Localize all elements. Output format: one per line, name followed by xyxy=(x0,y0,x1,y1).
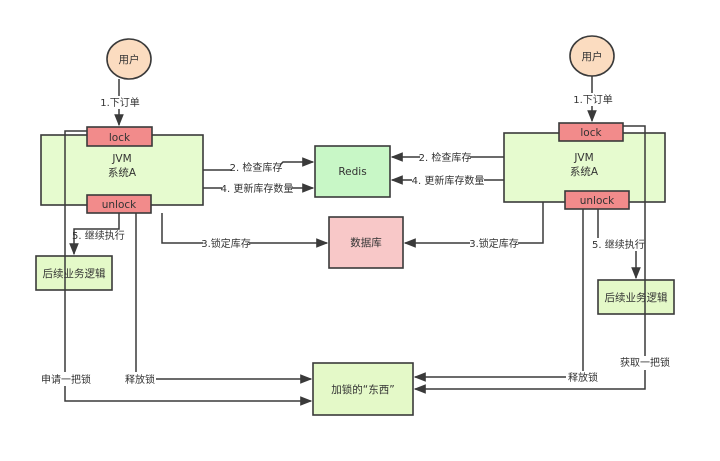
left-user-node xyxy=(106,38,152,80)
left-user-label: 用户 xyxy=(119,53,140,66)
left-continue-arrow xyxy=(69,213,120,256)
right-order-label: 1.下订单 xyxy=(573,94,613,106)
lock-thing-label: 加锁的“东西” xyxy=(331,383,394,396)
right-acquire-lock-line xyxy=(413,125,646,394)
left-unlock-label: unlock xyxy=(102,199,137,211)
left-lock-stock-label: 3.锁定库存 xyxy=(201,237,251,250)
right-lock-label: lock xyxy=(580,127,602,139)
right-jvm-label-1: JVM xyxy=(573,152,593,164)
right-update-stock-label: 4. 更新库存数量 xyxy=(412,174,485,187)
right-followup-label: 后续业务逻辑 xyxy=(605,291,668,304)
right-release-lock-line xyxy=(413,209,584,382)
right-unlock-box xyxy=(564,190,630,210)
left-request-lock-label: 申请一把锁 xyxy=(41,373,91,386)
left-check-stock-label: 2. 检查库存 xyxy=(230,161,283,174)
right-followup-box xyxy=(597,279,675,315)
database-label: 数据库 xyxy=(350,236,382,249)
right-continue-label: 5. 继续执行 xyxy=(592,238,645,251)
left-lock-box xyxy=(86,126,153,147)
left-lock-label: lock xyxy=(109,132,131,144)
right-lock-stock-arrow xyxy=(403,202,544,248)
right-release-lock-label: 释放锁 xyxy=(568,371,598,384)
left-release-lock-label: 释放锁 xyxy=(125,373,155,386)
left-jvm-label-2: 系统A xyxy=(108,166,137,179)
left-followup-label: 后续业务逻辑 xyxy=(43,267,106,280)
right-acquire-lock-label: 获取一把锁 xyxy=(620,356,670,369)
left-continue-label: 5. 继续执行 xyxy=(72,229,125,242)
right-lock-stock-label: 3.锁定库存 xyxy=(469,237,519,250)
redis-label: Redis xyxy=(338,166,366,178)
left-order-label: 1.下订单 xyxy=(100,97,140,109)
left-update-stock-label: 4. 更新库存数量 xyxy=(221,182,294,195)
right-unlock-label: unlock xyxy=(580,195,615,207)
left-lock-stock-arrow xyxy=(161,213,329,248)
right-user-node xyxy=(569,35,615,77)
right-user-label: 用户 xyxy=(582,50,603,63)
right-jvm-label-2: 系统A xyxy=(570,165,599,178)
left-followup-box xyxy=(35,255,113,291)
database-box xyxy=(328,216,404,269)
redis-box xyxy=(314,145,391,198)
left-jvm-label-1: JVM xyxy=(111,153,131,165)
right-check-stock-label: 2. 检查库存 xyxy=(419,151,472,164)
lock-thing-box xyxy=(312,362,414,416)
right-lock-box xyxy=(558,122,624,142)
